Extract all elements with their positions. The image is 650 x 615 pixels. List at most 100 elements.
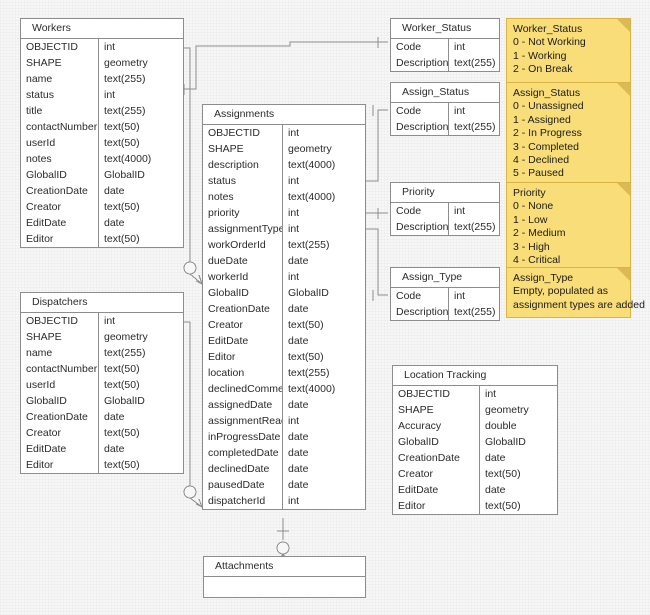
note-line: 4 - Declined — [513, 154, 570, 167]
field-name: Description — [391, 219, 449, 235]
field-type: text(255) — [288, 367, 330, 379]
field-name: notes — [203, 189, 283, 205]
field-name: EditDate — [203, 333, 283, 349]
field-name: SHAPE — [203, 141, 283, 157]
field-name: dueDate — [203, 253, 283, 269]
field-name: EditDate — [393, 482, 480, 498]
field-name: assignmentType — [203, 221, 283, 237]
field-row: Creator text(50) — [203, 317, 365, 333]
field-type: GlobalID — [485, 436, 526, 448]
field-type: date — [104, 185, 125, 197]
field-type: text(50) — [104, 363, 140, 375]
field-type: geometry — [104, 331, 148, 343]
entity-title: Dispatchers — [21, 293, 183, 313]
field-name: Editor — [21, 457, 99, 473]
field-type: text(50) — [288, 319, 324, 331]
field-name: OBJECTID — [203, 125, 283, 141]
field-name: CreationDate — [203, 301, 283, 317]
field-name: notes — [21, 151, 99, 167]
field-type: text(50) — [104, 379, 140, 391]
field-name: GlobalID — [21, 393, 99, 409]
field-name: declinedComment — [203, 381, 283, 397]
field-name: GlobalID — [393, 434, 480, 450]
field-name: Code — [391, 288, 449, 304]
note-line: 0 - Unassigned — [513, 100, 584, 113]
field-name: CreationDate — [393, 450, 480, 466]
note-fold-icon — [617, 19, 630, 32]
field-type: text(50) — [485, 468, 521, 480]
field-name: assignmentRead — [203, 413, 283, 429]
field-name: CreationDate — [21, 409, 99, 425]
field-name: EditDate — [21, 441, 99, 457]
field-name: OBJECTID — [21, 39, 99, 55]
note-line: 1 - Low — [513, 213, 548, 226]
field-type: text(255) — [104, 105, 146, 117]
field-name: name — [21, 71, 99, 87]
field-type: text(4000) — [288, 191, 336, 203]
field-name: pausedDate — [203, 477, 283, 493]
field-type: text(4000) — [288, 159, 336, 171]
field-name: SHAPE — [21, 55, 99, 71]
field-type: text(4000) — [104, 153, 152, 165]
field-type: date — [288, 399, 309, 411]
entity-title: Attachments — [204, 557, 365, 577]
field-name: Description — [391, 55, 449, 71]
field-name: Accuracy — [393, 418, 480, 434]
field-type: text(50) — [104, 459, 140, 471]
note-line: 1 - Working — [513, 49, 567, 62]
note-line: 2 - On Break — [513, 63, 573, 76]
field-type: geometry — [485, 404, 529, 416]
entity-attachments[interactable]: Attachments — [203, 556, 366, 598]
field-name: EditDate — [21, 215, 99, 231]
note-fold-icon — [617, 268, 630, 281]
field-type: date — [104, 443, 125, 455]
field-name: Creator — [203, 317, 283, 333]
field-row: GlobalID GlobalID — [393, 434, 557, 450]
field-type: text(255) — [454, 221, 496, 233]
field-type: text(50) — [485, 500, 521, 512]
field-type: date — [288, 335, 309, 347]
field-type: text(50) — [104, 121, 140, 133]
field-name: GlobalID — [21, 167, 99, 183]
field-name: Code — [391, 39, 449, 55]
